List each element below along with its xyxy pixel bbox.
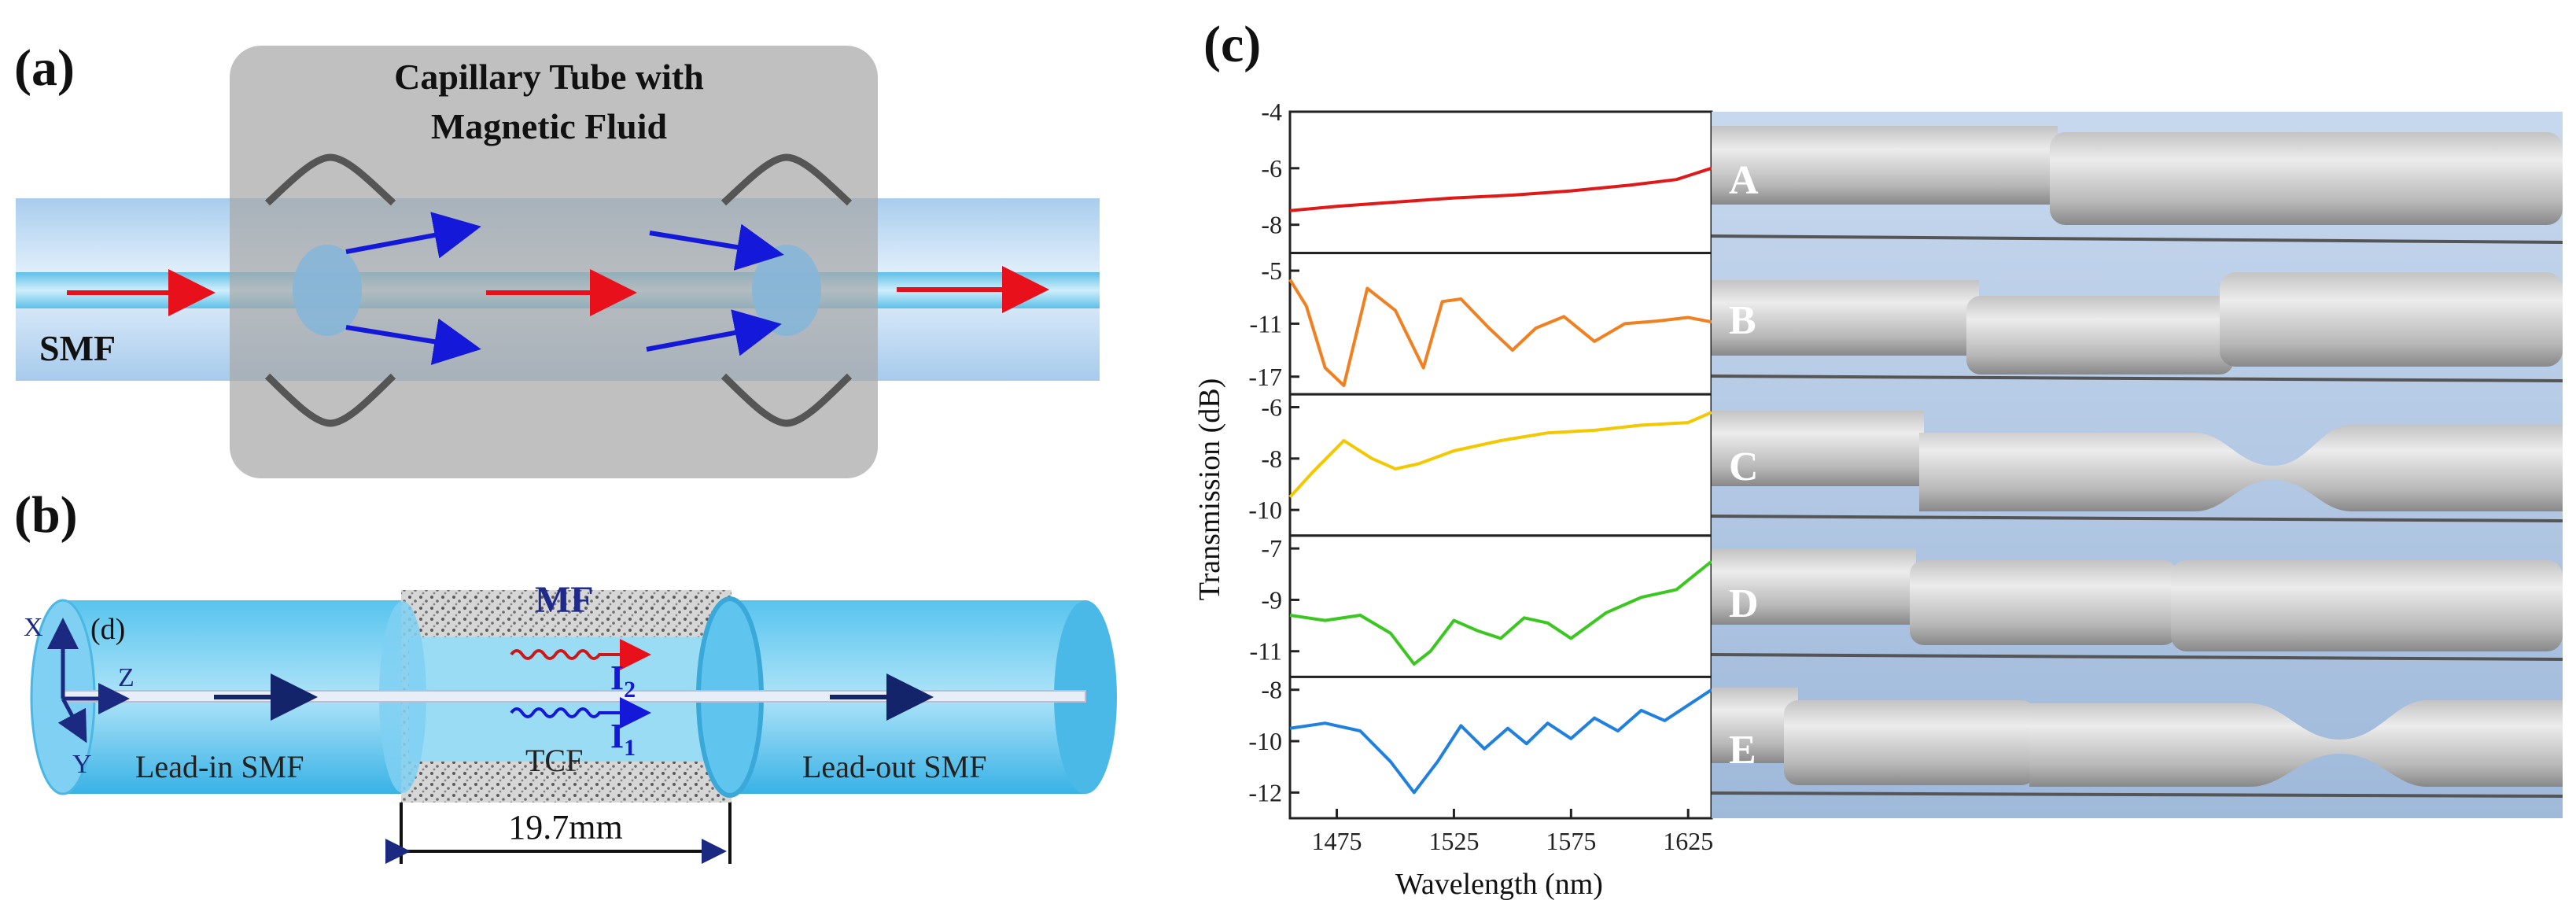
panel-b: (b) X Z Y (d) MF I2 I1 Lead-in SMF TCF L…	[14, 486, 1117, 864]
smf-label: SMF	[39, 328, 116, 368]
y-tick-label-a-2: -8	[1261, 211, 1282, 239]
transmission-spectra: -4-6-8-5-11-17-6-8-10-7-9-11-8-10-121475…	[1248, 98, 1713, 855]
capillary-title-line1: Capillary Tube with	[394, 57, 704, 97]
mode-arrow-up-right	[649, 223, 784, 271]
render-a-fiber-left	[1712, 126, 2058, 205]
render-a: A	[1711, 126, 2563, 244]
spectrum-b	[1288, 279, 1712, 387]
render-d-label: D	[1729, 581, 1759, 626]
plot-frame-b	[1288, 252, 1713, 396]
render-a-label: A	[1729, 158, 1759, 203]
y-tick-label-b-2: -17	[1248, 363, 1282, 391]
capillary-tube	[230, 46, 878, 478]
panel-c-label: (c)	[1203, 16, 1261, 73]
spectrum-e	[1289, 688, 1713, 795]
tcf-label: TCF	[525, 743, 583, 778]
y-tick-label-e-0: -8	[1261, 676, 1282, 704]
render-e-taper	[2029, 700, 2563, 787]
mode-i2-wave	[510, 639, 651, 670]
y-tick-label-e-1: -10	[1248, 727, 1282, 755]
x-tick-label-2: 1575	[1546, 827, 1596, 855]
taper-contour-bottom-left	[264, 373, 396, 427]
taper-contour-top-right	[720, 153, 853, 206]
y-tick-label-d-1: -9	[1261, 585, 1282, 614]
y-tick-label-a-0: -4	[1261, 98, 1282, 126]
y-tick-label-b-1: -11	[1250, 309, 1282, 338]
y-tick-label-a-1: -6	[1261, 154, 1282, 183]
mode-i2-label: I2	[610, 659, 636, 703]
y-tick-label-d-2: -11	[1250, 637, 1282, 666]
plot-frame-e	[1288, 675, 1713, 820]
plot-frame-d	[1288, 534, 1713, 678]
mode-i1-label: I1	[610, 717, 636, 761]
panel-b-label: (b)	[14, 486, 78, 544]
axis-x-label: X	[24, 613, 43, 642]
taper-bulb-left	[293, 245, 362, 336]
render-b-fiber-right	[2220, 272, 2563, 367]
render-b-fiber-mid	[1966, 296, 2234, 374]
x-tick-label-0: 1475	[1312, 827, 1362, 855]
plot-frame-c	[1288, 393, 1713, 537]
render-a-fiber-right	[2050, 132, 2563, 225]
render-e-fiber-left	[1712, 688, 1798, 763]
lead-out-label: Lead-out SMF	[802, 749, 986, 784]
y-tick-label-d-0: -7	[1261, 534, 1282, 563]
axis-z-label: Z	[118, 663, 135, 692]
spectrum-d	[1289, 559, 1713, 666]
render-e: E	[1711, 688, 2563, 798]
capillary-title-line2: Magnetic Fluid	[431, 106, 668, 146]
y-tick-label-c-2: -10	[1248, 496, 1282, 524]
x-axis-title: Wavelength (nm)	[1395, 868, 1603, 901]
render-d-fiber-left	[1712, 549, 1916, 625]
lead-in-label: Lead-in SMF	[135, 749, 304, 784]
render-b: B	[1711, 272, 2563, 382]
render-c-fiber-left	[1712, 411, 1924, 486]
mode-i1-wave	[510, 697, 651, 729]
mf-label: MF	[535, 579, 594, 621]
render-d-fiber-mid	[1910, 560, 2177, 645]
taper-contour-top-left	[264, 153, 396, 206]
render-b-fiber-left	[1712, 280, 1979, 356]
axis-y-label: Y	[72, 750, 92, 779]
y-axis-title: Transmission (dB)	[1193, 378, 1226, 601]
y-tick-label-c-0: -6	[1261, 393, 1282, 422]
panel-a-label: (a)	[14, 39, 75, 97]
taper-bulb-right	[752, 245, 821, 336]
mode-arrow-up-left	[345, 212, 481, 259]
mode-arrow-down-left	[345, 318, 481, 365]
sub-label-d: (d)	[90, 613, 125, 646]
render-c-label: C	[1729, 445, 1759, 489]
render-e-label: E	[1729, 728, 1756, 773]
render-d: D	[1711, 549, 2563, 661]
y-tick-label-b-0: -5	[1261, 256, 1282, 285]
render-b-label: B	[1729, 298, 1756, 343]
y-tick-label-c-1: -8	[1261, 445, 1282, 473]
x-tick-label-3: 1625	[1663, 827, 1713, 855]
render-c-taper	[1919, 425, 2563, 511]
spectrum-c	[1288, 411, 1712, 499]
taper-contour-bottom-right	[720, 373, 853, 427]
mode-arrow-down-right	[646, 309, 782, 356]
render-d-fiber-right	[2171, 560, 2563, 651]
render-e-fiber-mid	[1784, 700, 2036, 785]
render-c: C	[1711, 411, 2563, 522]
axis-y-arrow	[57, 697, 87, 743]
length-label: 19.7mm	[508, 808, 622, 847]
spectrum-a	[1289, 166, 1712, 212]
panel-a: (a) Capillary Tube with Magnetic Fluid S…	[14, 39, 1100, 478]
x-tick-label-1: 1525	[1428, 827, 1479, 855]
panel-c: (c) -4-6-8-5-11-17-6-8-10-7-9-11-8-10-12…	[1193, 16, 2563, 901]
y-tick-label-e-2: -12	[1248, 778, 1282, 806]
